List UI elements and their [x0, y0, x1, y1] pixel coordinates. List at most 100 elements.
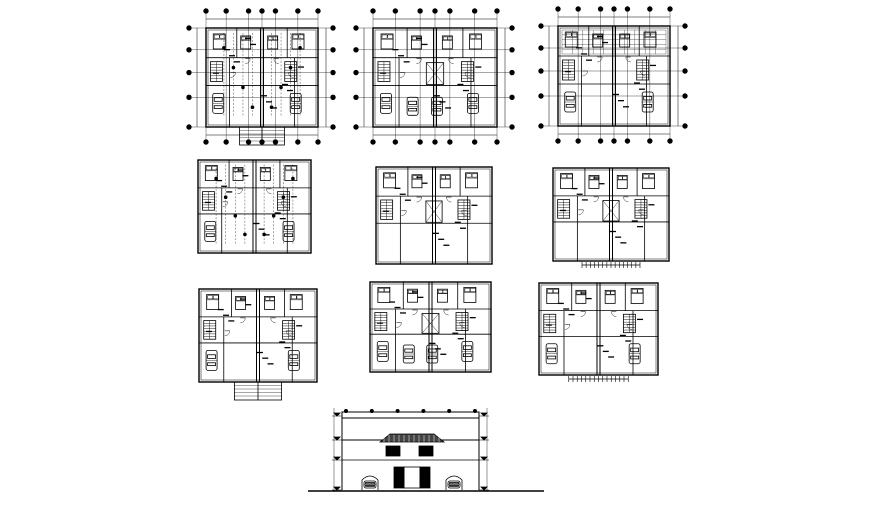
- door-swing: [273, 58, 279, 64]
- bed-symbol: [619, 33, 631, 48]
- door-swing: [623, 196, 629, 203]
- door-swing: [286, 330, 292, 337]
- bed-symbol: [465, 172, 478, 189]
- unit-right: [426, 282, 491, 372]
- stair-symbol: [455, 312, 469, 332]
- unit-left: [206, 28, 262, 127]
- stair-symbol: [277, 191, 290, 211]
- unit-right: [434, 167, 492, 264]
- stair-symbol: [543, 313, 557, 334]
- room-tags: [205, 169, 297, 236]
- bed-symbol: [642, 173, 655, 189]
- unit-left: [373, 28, 435, 127]
- bed-symbol: [437, 288, 448, 303]
- floor-plan-plan-a: [186, 8, 336, 146]
- floor-plan-plan-h: [369, 281, 492, 373]
- bed-symbol: [284, 165, 298, 181]
- unit-right: [254, 160, 311, 253]
- bed-symbol: [575, 289, 587, 304]
- door-swing: [464, 72, 470, 78]
- level-markers: [332, 408, 489, 492]
- dimension-grid: [186, 8, 336, 145]
- floor-plan-plan-d: [197, 159, 312, 254]
- car-symbol: [628, 343, 641, 365]
- car-symbol: [447, 480, 461, 489]
- door-swing: [412, 309, 418, 316]
- bed-symbol: [259, 167, 271, 181]
- door-swing: [582, 70, 588, 77]
- unit-right: [431, 28, 497, 127]
- stair-symbol: [377, 61, 391, 82]
- unit-left: [558, 26, 614, 126]
- door-swing: [564, 324, 571, 330]
- door-swing: [640, 70, 646, 77]
- door-swing: [400, 72, 406, 78]
- floor-plan-plan-e: [375, 166, 493, 265]
- bed-symbol: [441, 35, 453, 50]
- door-swing: [416, 196, 422, 203]
- door-swing: [224, 330, 230, 337]
- ground-floor-openings: [361, 466, 463, 490]
- door-swing: [578, 209, 584, 216]
- car-symbol: [376, 340, 389, 362]
- unit-right: [258, 289, 317, 382]
- floor-plan-plan-f: [552, 167, 670, 268]
- door-swing: [446, 196, 452, 203]
- stair-symbol: [202, 191, 215, 211]
- car-symbol: [282, 220, 295, 242]
- door-swing: [448, 58, 454, 64]
- stair-symbol: [210, 61, 223, 82]
- bed-symbol: [604, 289, 616, 304]
- door-swing: [401, 210, 407, 216]
- stair-symbol: [374, 312, 388, 332]
- door-swing: [288, 72, 294, 78]
- bed-symbol: [469, 33, 482, 50]
- stair-symbol: [457, 199, 471, 220]
- unit-left: [539, 283, 599, 375]
- bed-symbol: [380, 33, 394, 50]
- bed-symbol: [616, 175, 628, 189]
- car-symbol: [212, 92, 225, 114]
- stair-symbol: [461, 61, 474, 82]
- door-swing: [266, 188, 272, 195]
- car-symbol: [466, 92, 479, 114]
- bed-symbol: [463, 286, 477, 303]
- bed-symbol: [377, 286, 391, 303]
- room-tags: [546, 292, 644, 358]
- hatched-terrace: [561, 29, 667, 55]
- window: [418, 445, 434, 457]
- floor-plan-plan-c: [538, 6, 688, 144]
- room-tags: [377, 291, 476, 355]
- fence-line: [568, 376, 629, 382]
- unit-right: [598, 283, 658, 375]
- tiled-canopy: [378, 433, 446, 443]
- stair-symbol: [636, 59, 650, 81]
- bed-symbol: [630, 288, 644, 304]
- room-tags: [213, 37, 304, 109]
- door-swing: [593, 196, 599, 203]
- car-symbol: [641, 91, 654, 113]
- door-swing: [459, 322, 465, 328]
- car-symbol: [380, 92, 392, 114]
- bed-symbol: [232, 167, 244, 181]
- car-symbol: [564, 91, 577, 113]
- stair-symbol: [380, 199, 394, 220]
- floor-plan-plan-b: [353, 8, 515, 145]
- car-symbol: [426, 344, 439, 364]
- bed-symbol: [546, 288, 560, 304]
- bed-symbol: [267, 35, 279, 50]
- door-swing: [416, 58, 422, 64]
- stair-symbol: [282, 320, 295, 340]
- car-symbol: [402, 344, 415, 364]
- door-swing: [638, 209, 644, 216]
- car-symbol: [289, 92, 302, 114]
- floor-plan-plan-g: [198, 288, 318, 401]
- unit-right: [262, 28, 318, 127]
- unit-left: [370, 282, 431, 372]
- car-symbol: [431, 96, 443, 116]
- bed-symbol: [383, 172, 396, 189]
- room-tags: [380, 37, 482, 109]
- door-swing: [396, 322, 402, 328]
- room-tags: [560, 177, 655, 244]
